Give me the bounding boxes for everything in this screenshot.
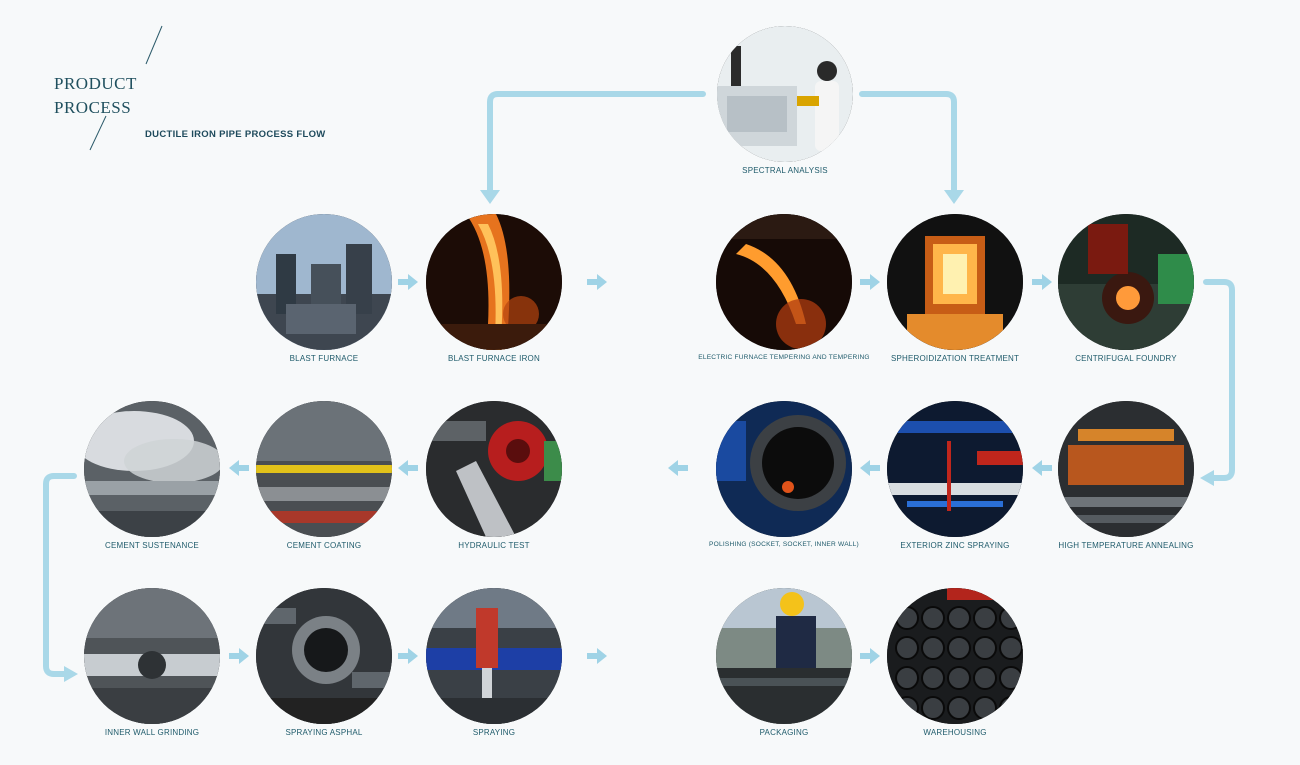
step-label: BLAST FURNACE IRON — [448, 354, 540, 363]
page-title: PRODUCT PROCESS — [54, 72, 137, 120]
step-label: POLISHING (SOCKET, SOCKET, INNER WALL) — [709, 541, 859, 548]
step-label: SPRAYING — [472, 728, 516, 737]
step-label: HIGH TEMPERATURE ANNEALING — [1058, 541, 1194, 550]
header-decorative-slash — [89, 25, 163, 151]
step-warehousing: WAREHOUSING — [887, 588, 1023, 748]
arrow-right-icon — [398, 648, 418, 664]
connector-spectral-to-blast-iron — [487, 91, 706, 195]
arrow-right-icon — [398, 274, 418, 290]
step-high-temperature-annealing: HIGH TEMPERATURE ANNEALING — [1058, 401, 1194, 561]
arrow-right-icon — [229, 648, 249, 664]
exterior-zinc-photo — [887, 401, 1023, 537]
hydraulic-test-photo — [426, 401, 562, 537]
annealing-photo — [1058, 401, 1194, 537]
step-label: INNER WALL GRINDING — [104, 728, 200, 737]
blast-furnace-photo — [256, 214, 392, 350]
inner-wall-grinding-photo — [84, 588, 220, 724]
step-spraying: SPRAYING — [426, 588, 562, 748]
arrowhead-down-spheroidization — [944, 190, 964, 204]
step-blast-furnace-iron: BLAST FURNACE IRON — [426, 214, 562, 374]
centrifugal-foundry-photo — [1058, 214, 1194, 350]
connector-centrifugal-to-annealing — [1203, 279, 1235, 481]
step-label: ELECTRIC FURNACE TEMPERING AND TEMPERING — [698, 354, 870, 361]
spraying-asphal-photo — [256, 588, 392, 724]
step-spectral-analysis: SPECTRAL ANALYSIS — [717, 26, 853, 186]
spheroidization-photo — [887, 214, 1023, 350]
warehousing-photo — [887, 588, 1023, 724]
step-packaging: PACKAGING — [716, 588, 852, 748]
arrow-right-icon — [860, 648, 880, 664]
packaging-photo — [716, 588, 852, 724]
arrow-right-icon — [587, 274, 607, 290]
step-hydraulic-test: HYDRAULIC TEST — [426, 401, 562, 561]
arrowhead-down-blast-iron — [480, 190, 500, 204]
arrow-left-icon — [860, 460, 880, 476]
step-label: HYDRAULIC TEST — [458, 541, 530, 550]
arrow-left-icon — [398, 460, 418, 476]
connector-sustenance-to-grinding — [43, 473, 77, 677]
step-spheroidization: SPHEROIDIZATION TREATMENT — [887, 214, 1023, 374]
step-electric-furnace: ELECTRIC FURNACE TEMPERING AND TEMPERING — [698, 214, 870, 374]
connector-spectral-to-spheroidization — [859, 91, 957, 195]
step-cement-coating: CEMENT COATING — [256, 401, 392, 561]
step-centrifugal-foundry: CENTRIFUGAL FOUNDRY — [1058, 214, 1194, 374]
page-subtitle: DUCTILE IRON PIPE PROCESS FLOW — [145, 129, 326, 140]
cement-coating-photo — [256, 401, 392, 537]
arrow-left-icon — [229, 460, 249, 476]
step-inner-wall-grinding: INNER WALL GRINDING — [84, 588, 220, 748]
arrow-left-icon — [1032, 460, 1052, 476]
step-cement-sustenance: CEMENT SUSTENANCE — [84, 401, 220, 561]
step-polishing: POLISHING (SOCKET, SOCKET, INNER WALL) — [709, 401, 859, 561]
arrow-right-icon — [587, 648, 607, 664]
arrow-right-icon — [1032, 274, 1052, 290]
step-label: PACKAGING — [759, 728, 809, 737]
arrow-right-icon — [860, 274, 880, 290]
step-label: SPHEROIDIZATION TREATMENT — [890, 354, 1020, 363]
cement-sustenance-photo — [84, 401, 220, 537]
arrow-left-icon — [668, 460, 688, 476]
page-title-line-2: PROCESS — [54, 98, 132, 117]
step-spraying-asphal: SPRAYING ASPHAL — [256, 588, 392, 748]
spectral-analysis-photo — [717, 26, 853, 162]
step-label: CENTRIFUGAL FOUNDRY — [1075, 354, 1177, 363]
arrowhead-right-grinding — [64, 666, 78, 682]
step-label: CEMENT COATING — [286, 541, 362, 550]
step-label: SPECTRAL ANALYSIS — [742, 166, 828, 175]
electric-furnace-photo — [716, 214, 852, 350]
polishing-photo — [716, 401, 852, 537]
step-label: EXTERIOR ZINC SPRAYING — [900, 541, 1010, 550]
step-label: SPRAYING ASPHAL — [285, 728, 363, 737]
page-title-line-1: PRODUCT — [54, 74, 137, 93]
step-label: BLAST FURNACE — [289, 354, 359, 363]
step-exterior-zinc-spraying: EXTERIOR ZINC SPRAYING — [887, 401, 1023, 561]
spraying-photo — [426, 588, 562, 724]
step-label: CEMENT SUSTENANCE — [105, 541, 199, 550]
blast-furnace-iron-photo — [426, 214, 562, 350]
step-label: WAREHOUSING — [923, 728, 987, 737]
arrowhead-left-annealing — [1200, 470, 1214, 486]
step-blast-furnace: BLAST FURNACE — [256, 214, 392, 374]
